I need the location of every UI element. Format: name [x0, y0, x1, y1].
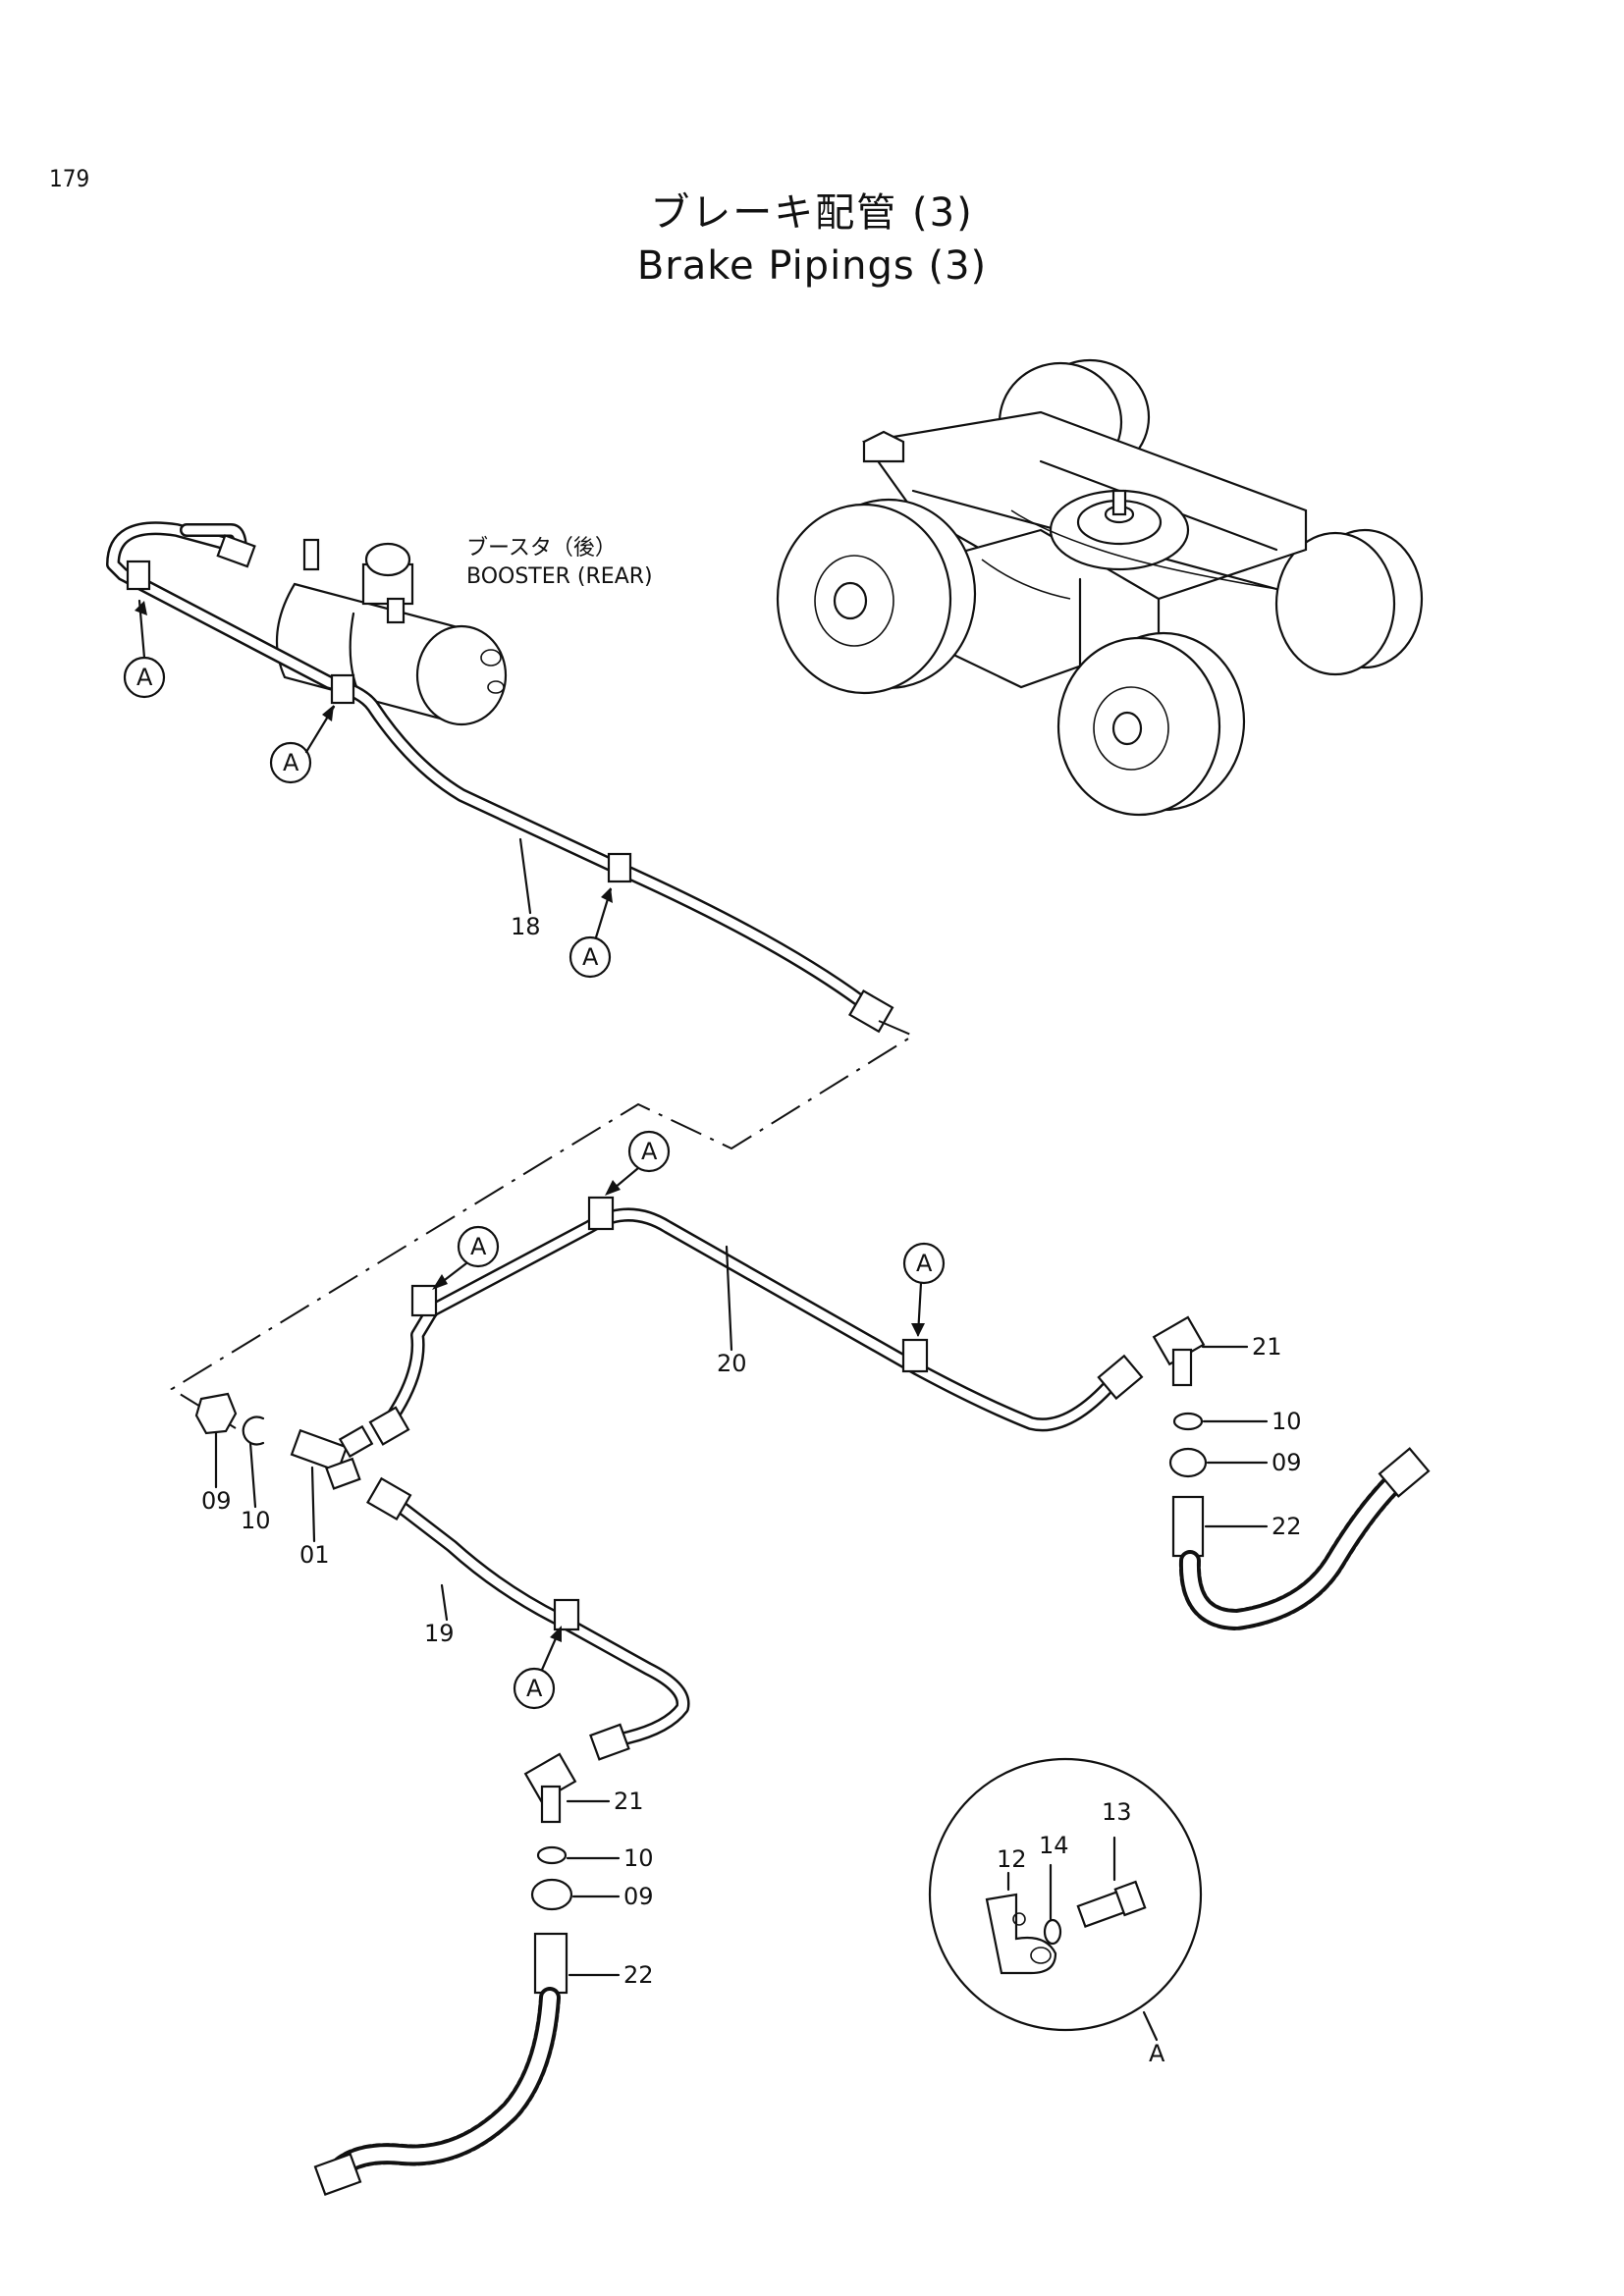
detail-view-a — [928, 1757, 1203, 2042]
hose-22-right — [1171, 1447, 1431, 1631]
callout-09: 09 — [201, 1487, 232, 1515]
nut-09-lower — [530, 1878, 573, 1911]
clamp-ref-a: A — [470, 1233, 487, 1260]
clamp-ref-a: A — [582, 943, 599, 971]
callout-10: 10 — [623, 1844, 654, 1872]
callout-22: 22 — [623, 1961, 654, 1989]
callout-21: 21 — [1252, 1333, 1282, 1361]
callout-20: 20 — [717, 1350, 747, 1377]
callout-12: 12 — [997, 1845, 1027, 1873]
nut-09-left — [194, 1392, 238, 1435]
callout-10: 10 — [241, 1507, 271, 1534]
clamp-ref-a: A — [916, 1250, 933, 1277]
page-number: 179 — [49, 165, 90, 192]
vehicle-chassis-illustration — [776, 358, 1424, 817]
callout-leaders — [214, 837, 1269, 1977]
callout-01: 01 — [299, 1541, 330, 1569]
pipe-20 — [368, 1196, 1144, 1446]
callout-13: 13 — [1102, 1798, 1132, 1826]
callout-14: 14 — [1039, 1832, 1069, 1859]
elbow-21-lower — [523, 1752, 577, 1824]
seal-10-left — [242, 1415, 265, 1446]
callout-21: 21 — [614, 1788, 644, 1815]
clamp-ref-a: A — [283, 749, 299, 776]
callout-19: 19 — [424, 1620, 455, 1647]
cut-line — [170, 1020, 916, 1429]
booster-label-japanese: ブースタ（後） — [466, 536, 617, 561]
callout-09: 09 — [623, 1883, 654, 1910]
hose-22-lower — [313, 1932, 568, 2197]
nut-09-right — [1168, 1447, 1208, 1478]
elbow-21-right — [1152, 1315, 1206, 1387]
seal-10-lower — [536, 1845, 568, 1865]
clamp-reference-markers — [123, 599, 946, 1710]
tee-fitting-01 — [290, 1424, 374, 1490]
callout-10: 10 — [1272, 1408, 1302, 1435]
booster-label-english: BOOSTER (REAR) — [466, 564, 653, 589]
clamp-ref-a: A — [526, 1675, 543, 1702]
callout-09: 09 — [1272, 1449, 1302, 1476]
title-english: Brake Pipings (3) — [636, 243, 988, 289]
callout-22: 22 — [1272, 1513, 1302, 1540]
title-japanese: ブレーキ配管 (3) — [650, 190, 974, 236]
pipe-18 — [106, 521, 894, 1034]
pipe-19 — [366, 1476, 690, 1761]
seal-10-right — [1172, 1412, 1204, 1431]
clamp-ref-a: A — [136, 664, 153, 691]
callout-18: 18 — [511, 913, 541, 940]
clamp-ref-a: A — [641, 1138, 658, 1165]
detail-view-label: A — [1149, 2040, 1165, 2067]
